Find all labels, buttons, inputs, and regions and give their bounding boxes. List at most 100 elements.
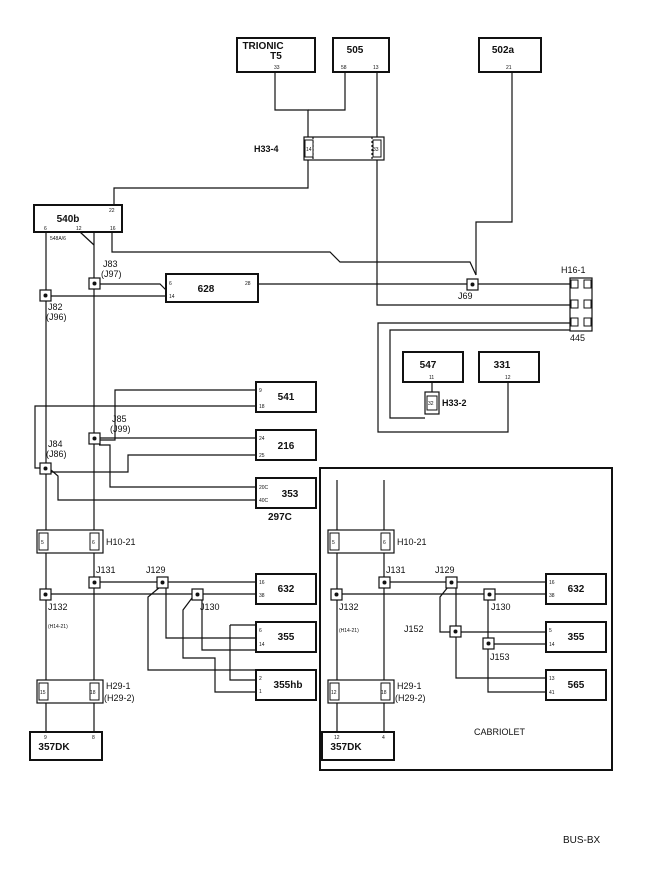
cabriolet-frame: [319, 467, 613, 771]
component-label: 505: [347, 45, 364, 56]
pin-label: 14: [306, 147, 312, 153]
junction-label: J129: [146, 565, 166, 575]
pin-label: 40C: [259, 498, 269, 504]
connector-h10-21: 5 6 H10-21: [36, 529, 136, 554]
connector-h16-1: H16-1 445: [561, 265, 593, 343]
junction-j83: J83 (J97): [88, 259, 122, 290]
pin-label: 38: [259, 593, 265, 599]
component-label: 502a: [492, 45, 515, 56]
pin-label: 12: [334, 735, 340, 741]
pin-label: 11: [429, 375, 434, 381]
pin-label: 5: [332, 540, 335, 546]
component-355hb: 355hb 2 1: [255, 669, 317, 701]
pin-label: 1: [259, 689, 262, 695]
component-label: 547: [420, 360, 437, 371]
component-541: 541 9 18: [255, 381, 317, 413]
pin-label: 20C: [259, 485, 269, 491]
connector-label: H29-1: [397, 681, 422, 691]
component-label: 357DK: [330, 742, 362, 753]
pin-label: 5: [549, 628, 552, 634]
junction-j153: J153: [482, 637, 510, 662]
junction-j130-cabriolet: J130: [483, 588, 511, 612]
junction-j82: J82 (J96): [39, 289, 67, 322]
connector-label: H29-1: [106, 681, 131, 691]
connector-label: H10-21: [397, 537, 427, 547]
component-505: 505 58 13: [332, 37, 390, 73]
pin-label: 16: [110, 226, 116, 232]
component-label: 355hb: [274, 680, 303, 691]
component-label: 355: [278, 632, 295, 643]
junction-alt-label: (J96): [46, 312, 67, 322]
junction-label: J152: [404, 624, 424, 634]
component-label: 541: [278, 392, 295, 403]
pin-label: 33: [373, 147, 379, 153]
component-331: 331 12: [478, 351, 540, 383]
component-357dk: 357DK 9 8: [29, 731, 103, 761]
pin-label: 6: [259, 628, 262, 634]
component-355: 355 6 14: [255, 621, 317, 653]
pin-label: 15: [40, 690, 46, 696]
junction-label: J84: [48, 439, 63, 449]
pin-label: 22: [109, 208, 115, 214]
pin-label: 6: [383, 540, 386, 546]
connector-alt-label: (H29-2): [395, 693, 426, 703]
pin-label: 58: [341, 65, 347, 71]
pin-label: 18: [90, 690, 96, 696]
component-label: 632: [278, 584, 295, 595]
junction-j130: J130: [191, 588, 220, 612]
pin-label: 14: [549, 642, 555, 648]
pin-label: 21: [506, 65, 512, 71]
junction-label: J130: [200, 602, 220, 612]
connector-h33-2: 32 H33-2: [424, 391, 467, 415]
component-353: 353 20C 40C 297C: [255, 477, 317, 523]
component-502a: 502a 21: [478, 37, 542, 73]
junction-label: J131: [386, 565, 406, 575]
pin-label: 6: [44, 226, 47, 232]
pin-label: 12: [76, 226, 82, 232]
junction-j85: J85 (J99): [88, 414, 131, 445]
component-565: 565 13 41: [545, 669, 607, 701]
component-label: 632: [568, 584, 585, 595]
pin-label: 14: [259, 642, 265, 648]
connector-label: H33-2: [442, 398, 467, 408]
component-label: 628: [198, 284, 215, 295]
pin-label: 18: [381, 690, 387, 696]
component-628: 628 6 14 28: [165, 273, 259, 303]
component-216: 216 24 25: [255, 429, 317, 461]
pin-label: 12: [505, 375, 511, 381]
junction-j132-cabriolet: J132 (H14-21): [330, 588, 359, 634]
junction-label: J129: [435, 565, 455, 575]
component-632: 632 16 38: [255, 573, 317, 605]
pin-label: 12: [331, 690, 337, 696]
pin-label: 2: [259, 676, 262, 682]
junction-j84: J84 (J86): [39, 439, 67, 475]
junction-label: J85: [112, 414, 127, 424]
pin-label: 13: [373, 65, 379, 71]
junction-j129-cabriolet: J129: [435, 565, 458, 589]
component-sublabel: 297C: [268, 512, 292, 523]
component-label: 331: [494, 360, 511, 371]
pin-label: 33: [274, 65, 280, 71]
pin-label: 16: [549, 580, 555, 586]
connector-label: H10-21: [106, 537, 136, 547]
connector-h33-4: 14 33 H33-4: [254, 136, 385, 161]
pin-label: 18: [259, 404, 265, 410]
pin-label: 8: [92, 735, 95, 741]
junction-alt-label: (J99): [110, 424, 131, 434]
pin-label: 28: [245, 281, 251, 287]
pin-label: 6: [92, 540, 95, 546]
junction-label: J83: [103, 259, 118, 269]
component-label: 540b: [57, 214, 80, 225]
pin-label: 6: [169, 281, 172, 287]
component-547: 547 11: [402, 351, 464, 383]
component-632-cabriolet: 632 16 38: [545, 573, 607, 605]
wires: [34, 72, 570, 732]
component-357dk-cabriolet: 357DK 12 4: [321, 731, 395, 761]
pin-label: 32: [428, 401, 434, 407]
junction-note: (H14-21): [339, 628, 359, 634]
junction-j131-cabriolet: J131: [378, 565, 406, 589]
junction-label: J82: [48, 302, 63, 312]
junction-label: J132: [48, 602, 68, 612]
connector-h10-21-cabriolet: 5 6 H10-21: [327, 529, 427, 554]
